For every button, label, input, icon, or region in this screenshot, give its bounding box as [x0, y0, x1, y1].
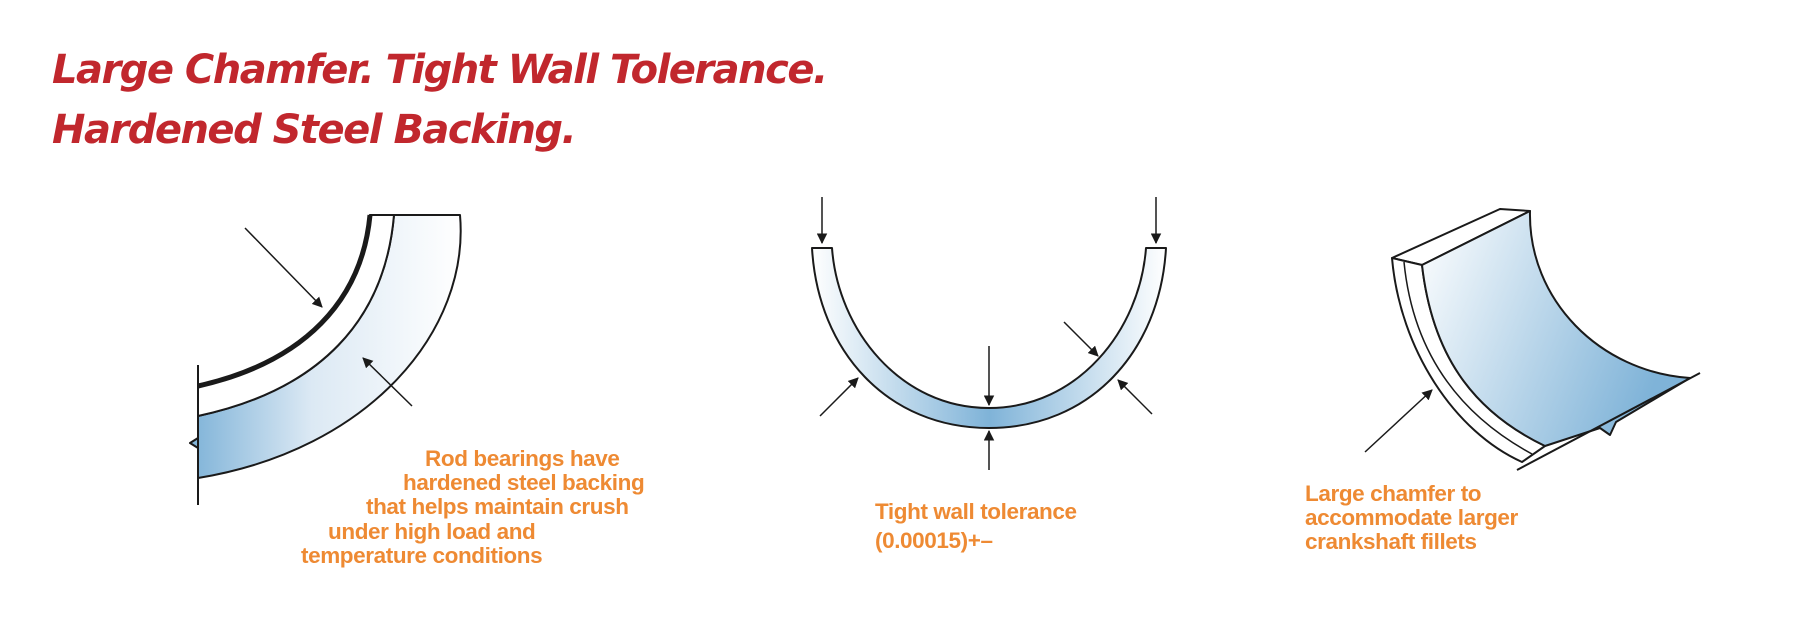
chamfer-diagram	[1364, 208, 1701, 471]
overlay-pointer-arrow	[244, 227, 323, 308]
upper-right-arrow	[1063, 321, 1099, 357]
lower-left-arrow	[819, 377, 859, 417]
backing-pointer-arrow	[362, 357, 413, 407]
steel-backing-caption-line-3: that helps maintain crush	[366, 494, 629, 519]
steel-backing-diagram	[189, 214, 462, 505]
chamfer-edge-line	[1403, 261, 1533, 455]
chamfer-caption-line-1: Large chamfer to	[1305, 481, 1482, 506]
bearing-overlay-layer	[197, 214, 373, 389]
chamfer-caption-line-2: accommodate larger	[1305, 505, 1518, 530]
wall-tolerance-caption-line-1: Tight wall tolerance	[875, 499, 1077, 524]
headline-line-2: Hardened Steel Backing.	[52, 107, 577, 153]
steel-backing-caption-line-2: hardened steel backing	[403, 470, 645, 495]
wall-tolerance-caption-line-2: (0.00015)+–	[875, 528, 993, 553]
section-break-line-right	[1516, 372, 1701, 471]
chamfer-pointer-arrow	[1364, 389, 1433, 453]
lower-right-arrow	[1117, 379, 1153, 415]
headline-line-1: Large Chamfer. Tight Wall Tolerance.	[52, 47, 828, 93]
bearing-inner-surface	[1421, 210, 1691, 447]
steel-backing-caption-line-4: under high load and	[328, 519, 536, 544]
half-shell	[811, 247, 1167, 429]
steel-backing-caption-line-5: temperature conditions	[301, 543, 543, 568]
steel-backing-caption-line-1: Rod bearings have	[425, 446, 620, 471]
chamfer-caption-line-3: crankshaft fillets	[1305, 529, 1477, 554]
wall-tolerance-diagram	[811, 197, 1167, 470]
